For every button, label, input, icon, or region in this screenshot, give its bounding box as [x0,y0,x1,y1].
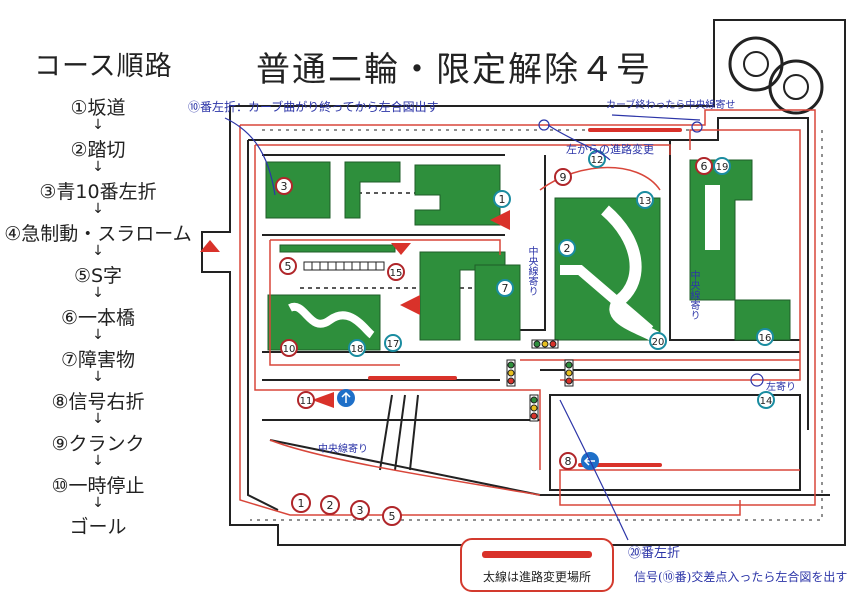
marker-label: 2 [564,242,571,255]
marker-label: 7 [502,282,509,295]
marker-label: 9 [560,171,567,184]
marker-label: 1 [499,193,506,206]
marker-circle [695,157,713,175]
step-10: ⑩一時停止 [51,475,145,497]
marker-label: 3 [281,180,288,193]
step-3: ③青10番左折 [39,181,157,203]
marker-circle [297,391,315,409]
marker-label: 3 [357,504,364,517]
marker-circle [382,506,402,526]
marker-label: 20 [652,337,665,348]
marker-label: 18 [351,344,364,355]
arrow-icon: ↓ [92,495,104,511]
arrow-icon: ↓ [92,117,104,133]
note-keep-left: 左寄り [766,382,796,393]
circle-track-icon [728,36,784,92]
direction-arrow-icon [200,210,510,408]
marker-circle [279,257,297,275]
step-9: ⑨クランク [51,433,145,455]
note-center-line-2: 中央線寄り [688,270,699,320]
green-islands [265,159,791,351]
legend: 太線は進路変更場所 [460,538,614,592]
step-8: ⑧信号右折 [51,391,145,413]
step-7: ⑦障害物 [60,349,136,371]
note-top-right: カーブ終わったら中央線寄せ [606,100,736,111]
arrow-icon: ↓ [92,285,104,301]
note-lane-change: 左からの進路変更 [566,143,654,156]
marker-circle [496,279,514,297]
marker-circle [756,328,774,346]
marker-circle [387,263,405,281]
page-title: 普通二輪・限定解除４号 [256,50,652,90]
note-bottom-1: ⑳番左折 [628,546,681,561]
marker-circle [280,339,298,357]
step-1: ①坂道 [70,97,126,119]
marker-label: 1 [298,497,305,510]
marker-label: 5 [285,260,292,273]
marker-label: 17 [387,339,400,350]
marker-circle [757,391,775,409]
note-center-line-1: 中央線寄り [526,246,537,296]
marker-label: 5 [389,510,396,523]
marker-circle [320,495,340,515]
legend-swatch [482,551,592,558]
traffic-light-icon [506,339,574,422]
step-5: ⑤S字 [73,265,123,287]
marker-circle [350,500,370,520]
marker-circle [554,168,572,186]
marker-circle [348,339,366,357]
legend-text: 太線は進路変更場所 [482,570,591,584]
arrow-icon: ↓ [92,159,104,175]
marker-circle [649,332,667,350]
marker-circle [558,239,576,257]
slalom-markers [303,261,385,271]
marker-circle [275,177,293,195]
marker-label: 11 [300,396,313,407]
note-top-left: ⑩番左折：カーブ曲がり終ってから左合図出す [188,100,439,114]
ink-strokes [224,114,764,541]
step-4: ④急制動・スラローム [4,223,192,245]
arrow-icon: ↓ [92,243,104,259]
arrow-icon: ↓ [92,453,104,469]
marker-label: 16 [759,333,772,344]
note-center-line-3: 中央線寄り [318,444,368,455]
course-order-title: コース順路 [34,51,173,82]
arrow-icon: ↓ [92,327,104,343]
step-6: ⑥一本橋 [60,307,136,329]
marker-label: 8 [565,455,572,468]
marker-label: 19 [716,162,729,173]
start-area-markers: 1 2 3 5 [291,493,402,526]
marker-circle [559,452,577,470]
dashed-line [250,130,823,521]
marker-label: 10 [283,344,296,355]
circle-track-icon [768,59,824,115]
arrow-icon: ↓ [92,201,104,217]
arrow-icon: ↓ [92,369,104,385]
marker-circle [636,191,654,209]
course-boundary [201,19,846,546]
step-goal: ゴール [69,516,127,538]
note-bottom-2: 信号(⑩番)交差点入ったら左合図を出す [634,570,848,584]
marker-label: 6 [701,160,708,173]
step-2: ②踏切 [70,139,126,161]
arrow-icon: ↓ [92,411,104,427]
marker-circle [493,190,511,208]
marker-circle [291,493,311,513]
marker-circle [384,334,402,352]
marker-label: 2 [327,499,334,512]
marker-label: 12 [591,155,604,166]
marker-label: 13 [639,196,652,207]
marker-label: 15 [390,268,403,279]
course-order-list: コース順路 ①坂道 ↓ ②踏切 ↓ ③青10番左折 ↓ ④急制動・スラローム ↓… [0,0,200,608]
marker-circle [713,157,731,175]
marker-label: 14 [760,396,773,407]
